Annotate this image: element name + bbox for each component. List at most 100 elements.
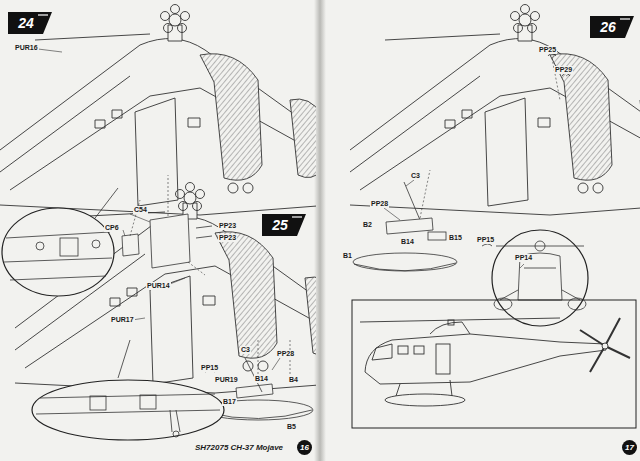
line-art bbox=[428, 232, 446, 240]
part-number: B15 bbox=[448, 234, 463, 242]
page-number-text: 16 bbox=[297, 440, 312, 455]
line-art bbox=[173, 431, 179, 437]
part-number: CP6 bbox=[104, 224, 120, 232]
line-art bbox=[123, 230, 125, 236]
step-badge: 26 bbox=[590, 16, 634, 38]
line-art bbox=[0, 5, 316, 216]
line-art bbox=[2, 208, 114, 296]
line-art bbox=[580, 318, 630, 372]
badge-stripe bbox=[292, 216, 302, 217]
page-number: 17 bbox=[622, 440, 637, 455]
part-number: B1 bbox=[342, 252, 353, 260]
badge-stripe bbox=[620, 18, 630, 19]
part-number: PUR19 bbox=[214, 376, 239, 384]
line-art bbox=[290, 340, 291, 376]
line-art bbox=[520, 264, 524, 268]
line-art bbox=[372, 344, 392, 360]
line-art bbox=[236, 384, 273, 398]
line-art bbox=[500, 290, 580, 300]
line-art bbox=[36, 242, 44, 250]
line-art bbox=[386, 218, 433, 234]
line-art bbox=[535, 241, 545, 251]
line-art bbox=[398, 346, 408, 354]
line-art bbox=[10, 276, 106, 280]
line-art bbox=[420, 170, 430, 218]
line-art bbox=[272, 358, 280, 370]
badge-fill bbox=[590, 16, 634, 38]
step-badge: 24 bbox=[8, 12, 52, 34]
badge-fill bbox=[8, 12, 52, 34]
line-art bbox=[40, 394, 215, 398]
line-art bbox=[360, 318, 630, 406]
part-number: B5 bbox=[286, 423, 297, 431]
part-number: B14 bbox=[400, 238, 415, 246]
part-number: B14 bbox=[254, 375, 269, 383]
part-number: C54 bbox=[133, 206, 148, 214]
line-art bbox=[602, 343, 608, 349]
line-art bbox=[130, 214, 150, 222]
line-art bbox=[350, 5, 640, 216]
page-number-text: 17 bbox=[622, 440, 637, 455]
footer-title: SH72075 CH-37 Mojave bbox=[194, 443, 284, 452]
line-art bbox=[122, 214, 212, 268]
part-number: PP29 bbox=[554, 66, 573, 74]
page-circle bbox=[297, 440, 312, 455]
line-art bbox=[130, 175, 205, 275]
line-art bbox=[552, 58, 560, 100]
line-art bbox=[314, 0, 326, 461]
line-art bbox=[448, 320, 454, 325]
part-number: PP28 bbox=[370, 200, 389, 208]
part-number: PP25 bbox=[538, 46, 557, 54]
line-art bbox=[122, 234, 139, 256]
part-number: PP15 bbox=[476, 236, 495, 244]
part-number: C3 bbox=[240, 346, 251, 354]
line-art bbox=[140, 395, 156, 409]
line-art bbox=[4, 258, 112, 262]
line-art bbox=[353, 253, 457, 271]
part-number: B4 bbox=[288, 376, 299, 384]
line-art bbox=[354, 263, 456, 271]
part-number: PP28 bbox=[276, 350, 295, 358]
line-art bbox=[436, 344, 450, 374]
line-art bbox=[350, 5, 640, 429]
line-art bbox=[414, 346, 424, 354]
line-art bbox=[90, 396, 106, 410]
line-art bbox=[496, 246, 584, 247]
part-number: B17 bbox=[222, 398, 237, 406]
badge-fill bbox=[262, 214, 306, 236]
step-number: 24 bbox=[8, 12, 44, 34]
line-art bbox=[150, 214, 190, 268]
line-art bbox=[492, 230, 588, 326]
line-art bbox=[360, 318, 560, 322]
step-badge: 25 bbox=[262, 214, 306, 236]
line-art bbox=[196, 226, 212, 238]
line-art bbox=[38, 49, 280, 370]
line-art bbox=[118, 340, 130, 378]
line-art bbox=[385, 394, 465, 406]
line-art bbox=[524, 268, 556, 269]
part-number: PUR14 bbox=[146, 282, 171, 290]
line-art bbox=[188, 262, 205, 275]
line-art bbox=[406, 180, 414, 186]
step-number: 25 bbox=[262, 214, 298, 236]
line-art bbox=[170, 410, 180, 432]
line-art bbox=[420, 58, 560, 218]
line-art bbox=[365, 334, 606, 384]
line-art bbox=[92, 240, 100, 248]
line-art bbox=[60, 238, 78, 256]
line-art bbox=[168, 175, 169, 216]
line-art bbox=[384, 208, 400, 220]
part-number: PUR16 bbox=[14, 44, 39, 52]
part-number: PP15 bbox=[200, 364, 219, 372]
line-art bbox=[430, 322, 470, 334]
part-number: PP23 bbox=[218, 234, 237, 242]
line-art bbox=[352, 300, 636, 428]
step-number: 26 bbox=[590, 16, 626, 38]
part-number: PP23 bbox=[218, 222, 237, 230]
line-art bbox=[404, 182, 420, 220]
part-number: C3 bbox=[410, 172, 421, 180]
line-art bbox=[92, 188, 118, 222]
